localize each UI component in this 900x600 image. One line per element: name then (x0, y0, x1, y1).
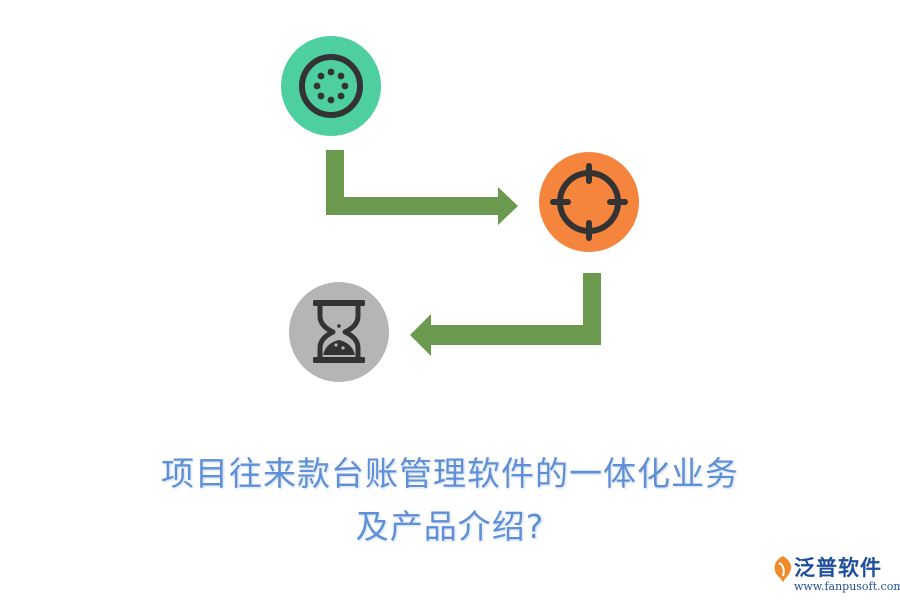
node-top (281, 36, 381, 136)
hourglass-icon (313, 300, 365, 363)
node-right (539, 152, 639, 252)
arrow-right-to-bottom (410, 273, 601, 356)
node-right-circle (539, 152, 639, 252)
dotted-dial-icon (299, 54, 363, 118)
brand-mark-icon (774, 556, 792, 583)
page-title-line-1: 项目往来款台账管理软件的一体化业务 (161, 454, 739, 493)
node-top-circle (281, 36, 381, 136)
node-bottom-circle (289, 282, 389, 382)
brand-url: www.fanpusoft.com (794, 580, 900, 593)
node-bottom (289, 282, 389, 382)
page-title-line-2: 及产品介绍? (355, 507, 545, 546)
brand-name: 泛普软件 (794, 556, 882, 580)
brand-logo: 泛普软件 www.fanpusoft.com (770, 552, 900, 596)
arrow-top-to-right (326, 150, 518, 225)
crosshair-icon (550, 163, 628, 241)
